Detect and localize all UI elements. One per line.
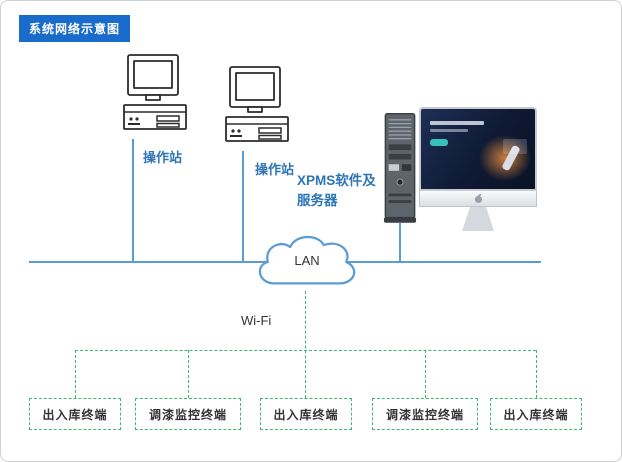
server-screen (419, 107, 537, 191)
lan-label: LAN (294, 253, 320, 268)
monitor-chin (419, 191, 537, 207)
wifi-bus-dashed-line (75, 350, 536, 351)
workstation-computer-icon (121, 53, 189, 141)
terminal1-drop-line (75, 350, 76, 398)
terminal-box: 出入库终端 (29, 398, 121, 430)
screen-text-line (430, 121, 484, 125)
terminal-label: 出入库终端 (273, 407, 339, 422)
apple-logo-icon (474, 193, 482, 203)
terminal-label: 出入库终端 (42, 407, 108, 422)
terminal-box: 调漆监控终端 (372, 398, 478, 430)
screen-button-graphic (430, 139, 448, 146)
terminal-label: 调漆监控终端 (385, 407, 464, 422)
lan-cloud-icon (258, 235, 356, 285)
terminal-label: 调漆监控终端 (148, 407, 227, 422)
terminal5-drop-line (536, 350, 537, 398)
terminal-box: 出入库终端 (490, 398, 582, 430)
server-label-line1: XPMS软件及 (297, 173, 376, 188)
server-lan-line (399, 223, 401, 263)
server-label: XPMS软件及 服务器 (297, 171, 376, 211)
server-monitor (419, 107, 537, 233)
workstation1-lan-line (132, 139, 134, 263)
workstation-computer-icon (223, 65, 291, 153)
server-tower-icon (383, 111, 417, 225)
screen-card-graphic (503, 139, 527, 154)
terminal-box: 调漆监控终端 (135, 398, 241, 430)
workstation1-label: 操作站 (143, 150, 183, 165)
diagram-title-badge: 系统网络示意图 (19, 15, 131, 42)
wifi-drop-line (305, 291, 306, 398)
monitor-stand (462, 207, 494, 231)
screen-text-line (430, 129, 468, 132)
wifi-label: Wi-Fi (241, 313, 272, 328)
terminal4-drop-line (425, 350, 426, 398)
server-label-line2: 服务器 (297, 193, 338, 208)
workstation2-lan-line (242, 151, 244, 263)
terminal-box: 出入库终端 (260, 398, 352, 430)
workstation2-label: 操作站 (255, 162, 295, 177)
terminal-label: 出入库终端 (503, 407, 569, 422)
terminal2-drop-line (188, 350, 189, 398)
